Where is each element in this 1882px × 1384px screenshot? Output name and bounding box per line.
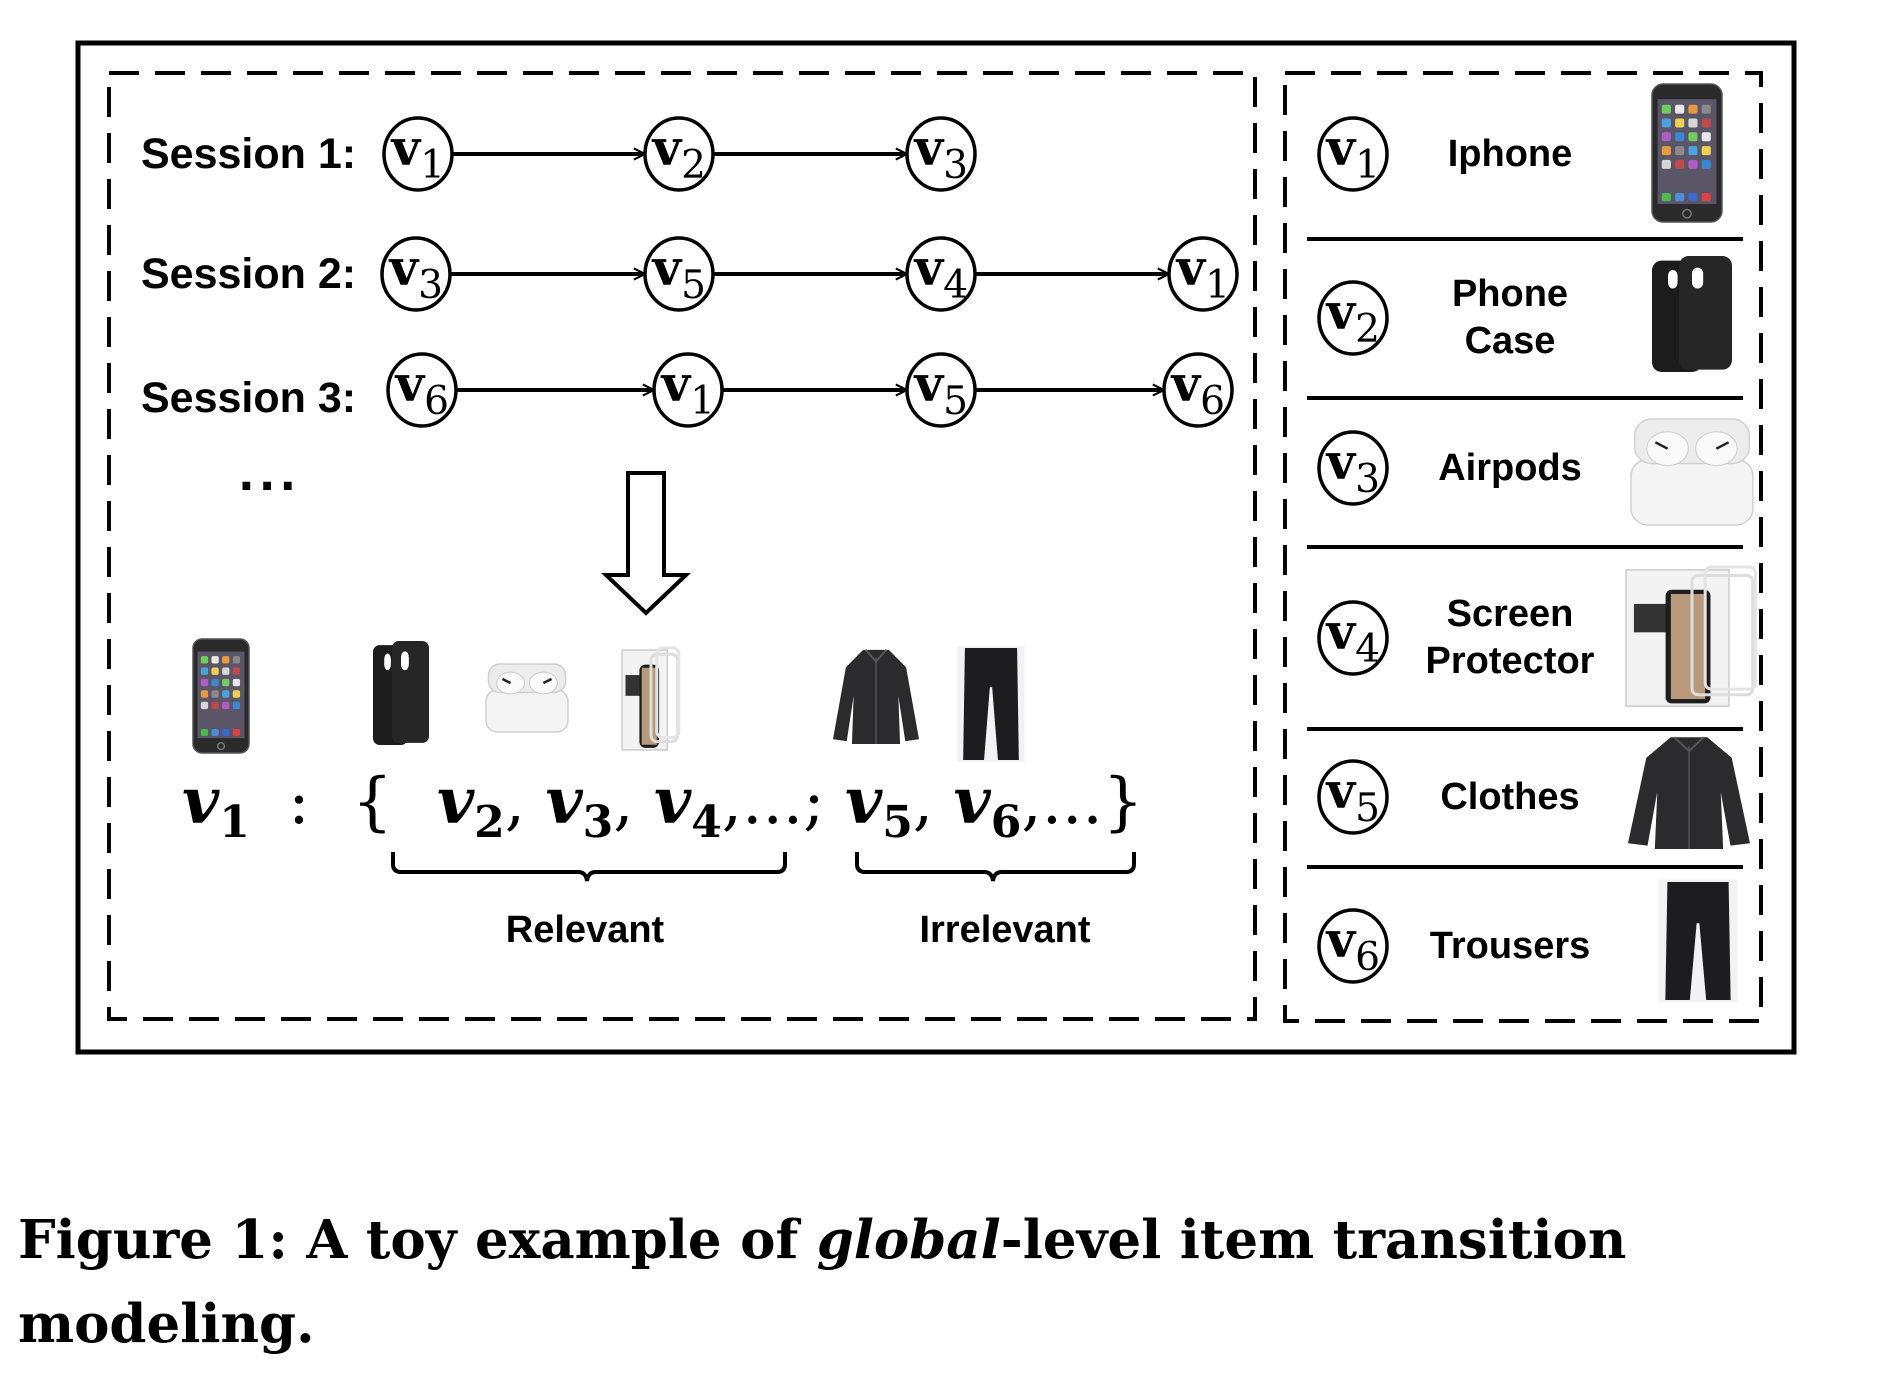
figure: v1 v2 v3 v3 v5 v4 v1 v6 v1 v5 v6 v1 v2 v3 v4 v5 v6 Sess… [75,40,1797,1055]
clothes-image [1628,736,1750,849]
formula: v1 : { v2, v3, v4,...; v5, v6,...} [182,764,1144,848]
node-circle [905,236,977,312]
figure-caption: Figure 1: A toy example of global-level … [18,1209,1627,1355]
node-circle [386,352,458,428]
session-label-1: Session 1: [141,130,357,178]
node-label: v2 [1325,283,1380,352]
irrelevant-label: Irrelevant [919,909,1091,951]
formula-trousers-image [957,645,1025,763]
session-2-node-v4: v4 [905,236,977,312]
node-circle [905,116,977,192]
session-2-node-v1: v1 [1167,236,1239,312]
relevant-label: Relevant [505,909,665,951]
node-label: v1 [1175,239,1230,308]
node-label: v4 [913,239,968,308]
formula-colon: : [288,765,310,839]
figure-canvas: v1 v2 v3 v3 v5 v4 v1 v6 v1 v5 v6 v1 v2 v3 v4 v5 v6 [75,40,1797,1055]
node-circle [1162,352,1234,428]
sessions-panel-border [107,71,1257,1021]
node-label: v1 [660,355,715,424]
session-3-node-v6: v6 [1162,352,1234,428]
formula-anchor: v1 [182,764,250,848]
formula-relevant-2: v3 [545,764,614,848]
formula-irrelevant-1: v5 [845,764,913,848]
node-circle [1167,236,1239,312]
relevant-brace [391,852,787,882]
formula-airpods-image [485,663,569,733]
node-circle [1317,280,1389,356]
irrelevant-brace [855,852,1136,882]
node-label: v4 [1325,603,1380,672]
transform-arrow-icon [600,471,692,616]
node-circle [1317,759,1389,835]
node-circle [652,352,724,428]
session-2-node-v5: v5 [643,236,715,312]
legend-label-iphone: Iphone [1447,132,1573,175]
node-circle [1317,430,1389,506]
node-circle [905,352,977,428]
iphone-image [1651,83,1723,223]
screen-protector-image [1625,565,1757,707]
session-1-node-v3: v3 [905,116,977,192]
phone-case-image [1652,256,1732,372]
session-1-node-v1: v1 [382,116,454,192]
legend-node-v1: v1 [1317,116,1389,192]
formula-relevant-1: v2 [436,764,505,848]
more-sessions-ellipsis: ... [238,450,301,501]
caption-emphasis: global [816,1209,1001,1271]
legend-panel-border [1283,71,1763,1023]
session-3-node-v1: v1 [652,352,724,428]
session-3-node-v5: v5 [905,352,977,428]
legend-label-trousers: Trousers [1429,924,1591,967]
legend-label-airpods: Airpods [1438,446,1582,489]
legend-node-v5: v5 [1317,759,1389,835]
trousers-image [1658,879,1738,1003]
node-circle [643,116,715,192]
node-circle [382,116,454,192]
airpods-image [1630,418,1754,526]
formula-clothes-image [833,649,919,744]
legend-node-v2: v2 [1317,280,1389,356]
node-circle [1317,116,1389,192]
session-1-node-v2: v2 [643,116,715,192]
formula-phone-case-image [373,641,429,745]
node-circle [1317,600,1389,676]
legend-node-v3: v3 [1317,430,1389,506]
node-circle [643,236,715,312]
formula-irrelevant-2: v6 [953,764,1022,848]
formula-screen-protector-image [621,646,681,751]
formula-iphone-image [192,638,250,754]
node-label: v3 [388,239,443,308]
legend-label-clothes: Clothes [1440,775,1580,818]
formula-open-brace: { [351,765,393,839]
formula-close-brace: } [1102,765,1144,839]
legend-node-v6: v6 [1317,908,1389,984]
node-circle [380,236,452,312]
session-label-2: Session 2: [141,250,357,298]
outer-frame [75,40,1797,1055]
session-3-node-v6: v6 [386,352,458,428]
formula-relevant-3: v4 [653,764,722,848]
session-label-3: Session 3: [141,374,357,422]
node-circle [1317,908,1389,984]
session-2-node-v3: v3 [380,236,452,312]
legend-node-v4: v4 [1317,600,1389,676]
node-label: v1 [390,119,445,188]
